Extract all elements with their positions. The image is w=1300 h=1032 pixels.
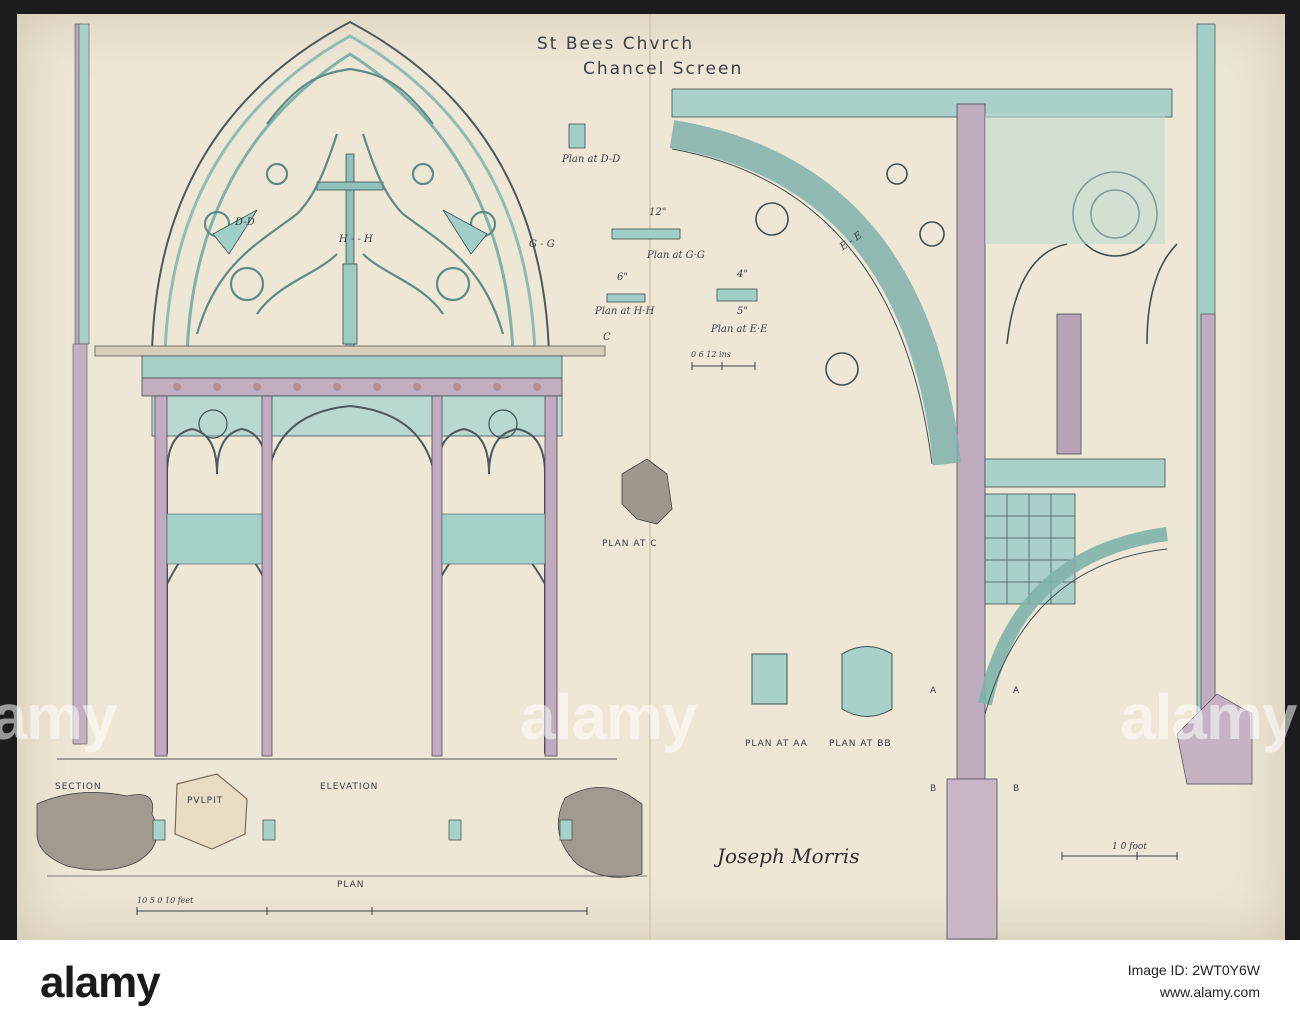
title-line-2: Chancel Screen: [583, 59, 744, 79]
mark-b-left: B: [930, 784, 938, 794]
plan-at-aa-label: PLAN AT AA: [745, 739, 808, 749]
foot-scale-left-label: 10 5 0 10 feet: [137, 896, 194, 905]
watermark-left: alamy: [0, 681, 117, 753]
drawing-sheet: St Bees Chvrch Chancel Screen D-D H - - …: [17, 14, 1285, 940]
alamy-url: www.alamy.com: [1159, 984, 1260, 1000]
inch-scale-label: 0 6 12 ins: [691, 350, 731, 359]
mark-dd: D-D: [235, 217, 255, 228]
scale-bars: [136, 362, 1178, 915]
watermark-center: alamy: [520, 681, 697, 753]
screen-drawing: [36, 14, 1253, 940]
section-view: [72, 23, 90, 745]
elevation-label: ELEVATION: [320, 782, 379, 792]
dim-6: 6": [617, 272, 628, 283]
plan-at-c-label: PLAN AT C: [602, 539, 658, 549]
foot-scale-right-label: 1 0 foot: [1112, 842, 1147, 852]
plan-at-c-shape: [621, 458, 673, 525]
plan-at-gg-label: Plan at G·G: [647, 250, 705, 261]
architect-signature: Joseph Morris: [717, 844, 860, 868]
pulpit-label: PVLPIT: [187, 796, 224, 806]
mark-a-right: A: [1013, 686, 1021, 696]
dim-5: 5": [737, 306, 748, 317]
plan-at-bb-label: PLAN AT BB: [829, 739, 892, 749]
dim-4: 4": [737, 269, 748, 280]
detail-view: [669, 23, 1253, 940]
title-line-1: St Bees Chvrch: [537, 34, 695, 54]
mark-b-right: B: [1013, 784, 1021, 794]
small-plans: [568, 123, 758, 303]
section-label: SECTION: [55, 782, 102, 792]
image-id-label: Image ID: 2WT0Y6W: [1127, 962, 1260, 978]
plan-view: [36, 773, 647, 878]
plan-at-ee-label: Plan at E·E: [711, 324, 768, 335]
mark-c: C: [603, 332, 611, 343]
plan-at-hh-label: Plan at H·H: [595, 306, 655, 317]
elevation-view: [57, 20, 617, 760]
mark-hh: H - - H: [339, 234, 373, 245]
stock-footer: alamy Image ID: 2WT0Y6W www.alamy.com: [0, 940, 1300, 1032]
mark-gg: G - G: [529, 239, 555, 250]
plan-label: PLAN: [337, 880, 365, 890]
alamy-logo: alamy: [40, 958, 161, 1007]
dim-12: 12": [649, 207, 667, 218]
plan-at-dd-label: Plan at D-D: [562, 154, 621, 165]
watermark-right: alamy: [1120, 681, 1297, 753]
mark-a-left: A: [930, 686, 938, 696]
